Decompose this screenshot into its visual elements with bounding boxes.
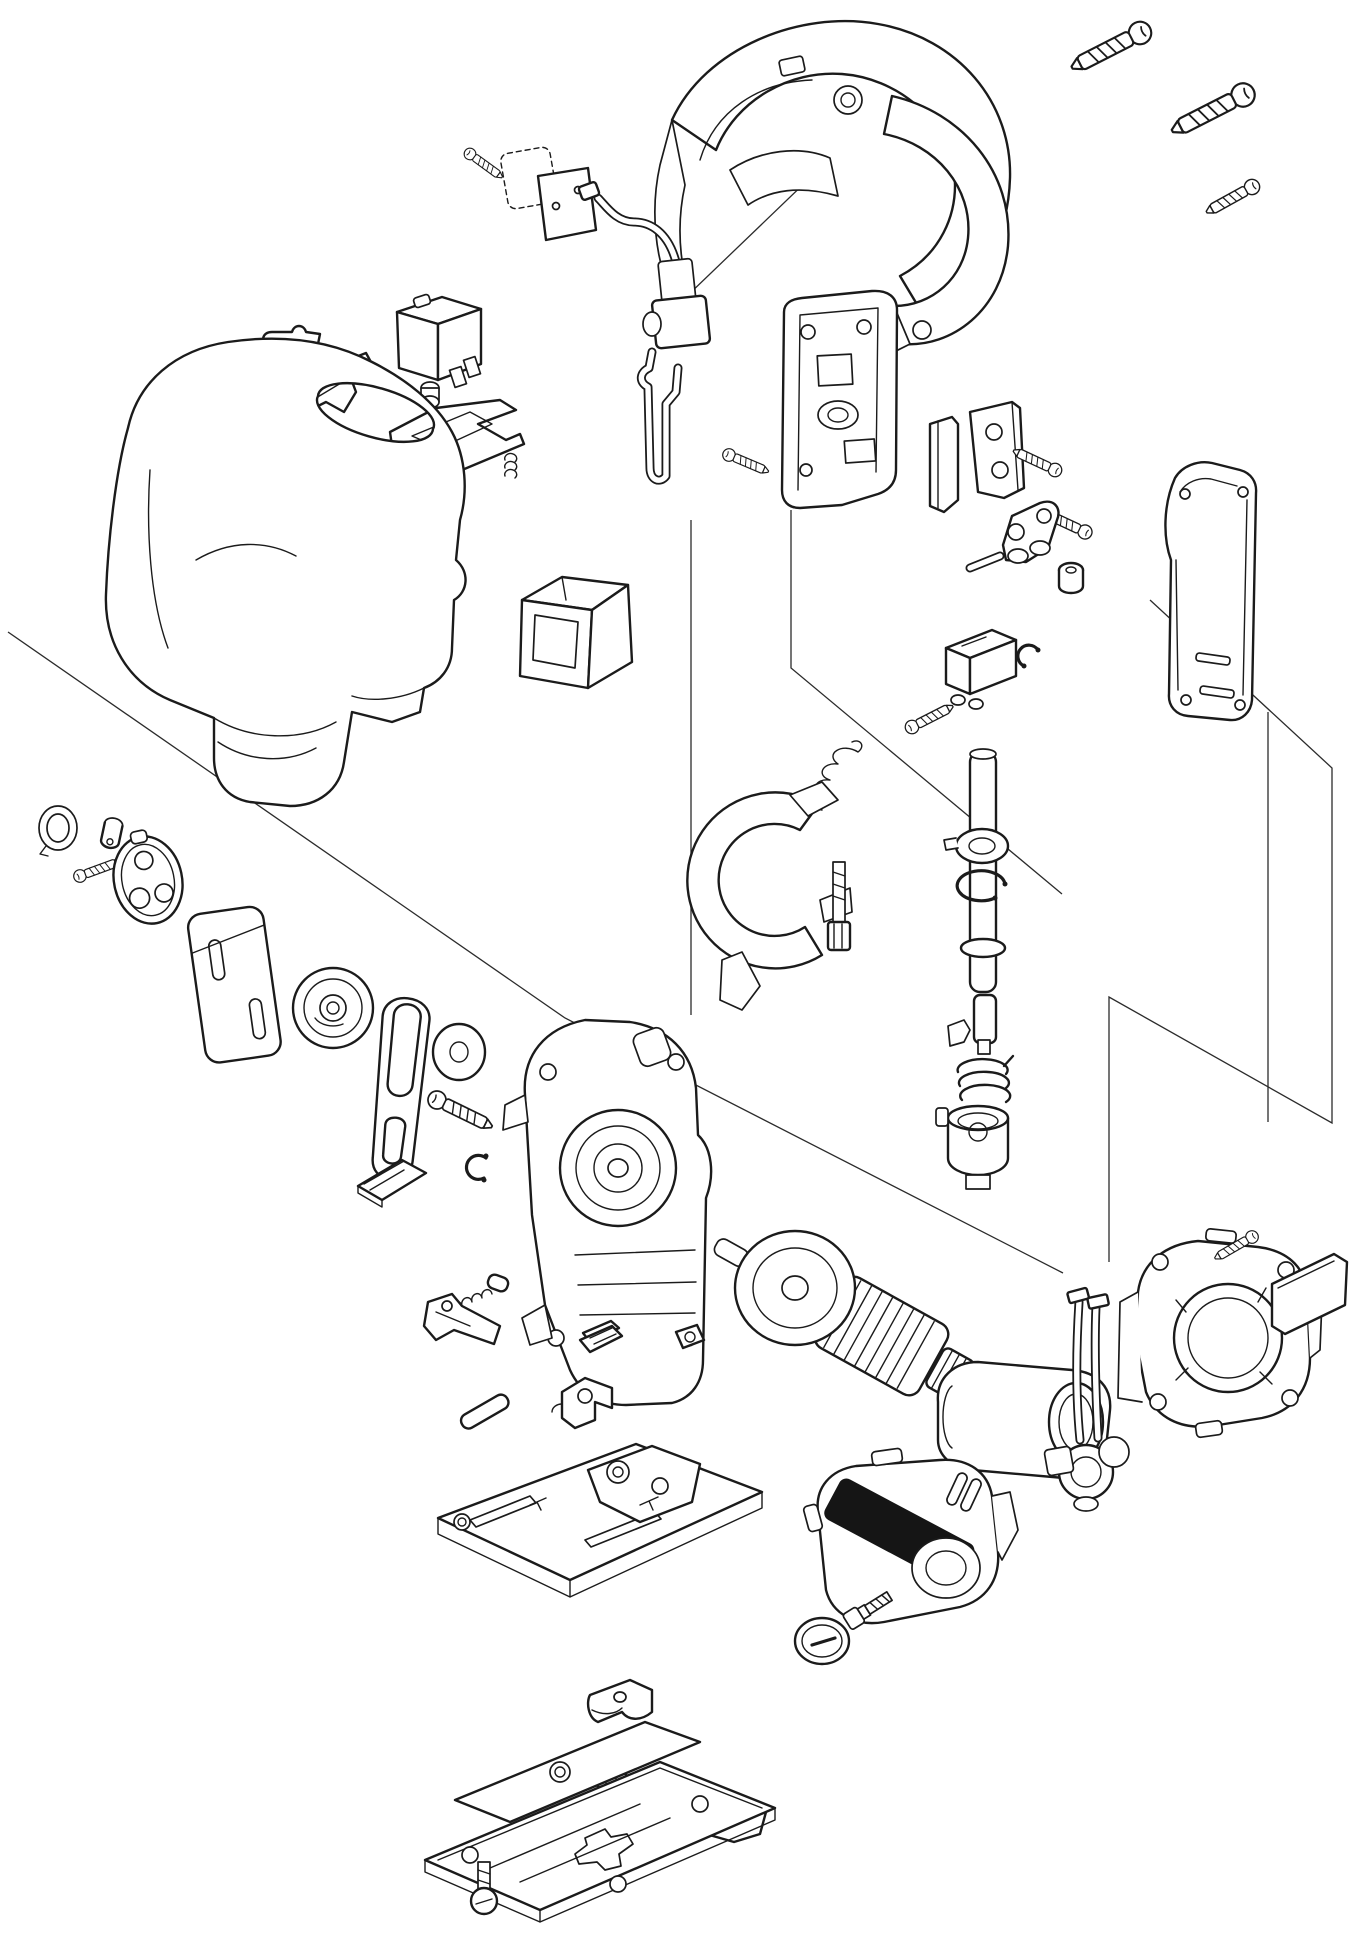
- part-52-screw: [424, 1087, 497, 1136]
- part-27-e-ring: [1016, 643, 1041, 669]
- part-43-armature: [713, 1229, 1010, 1411]
- part-7-roller-bracket: [1001, 500, 1060, 564]
- part-14-switch-lever: [577, 180, 712, 350]
- part-25-motor-housing: [104, 337, 467, 808]
- part-47-cam-plate: [112, 829, 184, 925]
- part-36-spring: [956, 1054, 1015, 1104]
- part-13-inner-housing: [780, 289, 899, 510]
- part-60-square-nut: [674, 1323, 706, 1350]
- section-lines: [7, 174, 1333, 1274]
- part-26-screw: [902, 699, 957, 737]
- part-20-spring: [504, 452, 518, 479]
- part-58-rod: [459, 1393, 510, 1430]
- part-34-circlip: [955, 869, 1008, 903]
- part-12-guide-plate: [928, 415, 960, 514]
- parts-artwork: [7, 16, 1349, 1923]
- part-32-clip: [947, 1019, 971, 1047]
- part-28-terminal-block: [944, 628, 1018, 710]
- part-53-e-ring: [464, 1153, 489, 1183]
- part-71-base-plate: [423, 1720, 777, 1923]
- part-6-nut: [1057, 561, 1085, 595]
- part-41-brush-holder: [1043, 1286, 1130, 1512]
- part-5-blade-cover: [1164, 461, 1258, 722]
- part-22-wire-guard: [636, 347, 683, 485]
- part-61-pad: [578, 1319, 624, 1354]
- part-2-screw: [1065, 16, 1157, 79]
- part-4-screw: [1202, 175, 1264, 220]
- part-38-rear-housing: [1117, 1228, 1323, 1439]
- part-40-name-plate: [1270, 1252, 1349, 1336]
- part-48-guard-plate: [186, 905, 282, 1064]
- part-44-o-ring: [38, 805, 78, 857]
- part-50-link-strap: [371, 996, 431, 1181]
- part-16-screw: [461, 145, 507, 183]
- part-63-motor-housing: [802, 1447, 1019, 1625]
- part-35-plunger: [959, 748, 1007, 1055]
- part-8-pin: [965, 551, 1005, 573]
- part-70-screw: [469, 1861, 499, 1916]
- part-45-sleeve: [99, 817, 124, 850]
- part-31-screw: [826, 861, 852, 952]
- part-3-screw: [1165, 78, 1260, 143]
- part-65-cap: [793, 1616, 851, 1666]
- part-30-counterweight: [686, 781, 853, 1011]
- part-49-pulley: [291, 966, 375, 1050]
- part-11-holder-plate: [968, 400, 1026, 500]
- part-68-clamp: [586, 1678, 654, 1724]
- part-59-gear-housing: [502, 1018, 713, 1407]
- part-69-base-assembly: [436, 1442, 764, 1598]
- part-62-slider: [551, 1376, 614, 1430]
- part-64-screw: [842, 1591, 893, 1630]
- part-54-pad: [356, 1158, 428, 1208]
- part-51-washer: [431, 1022, 487, 1082]
- part-37-holder: [935, 1104, 1010, 1190]
- part-33-retainer-ring: [943, 827, 1010, 865]
- part-24-cover: [518, 575, 634, 690]
- part-55-pin: [486, 1273, 510, 1293]
- part-23-screw: [720, 446, 772, 479]
- part-57-lever: [422, 1292, 502, 1346]
- part-19-switch: [395, 293, 483, 409]
